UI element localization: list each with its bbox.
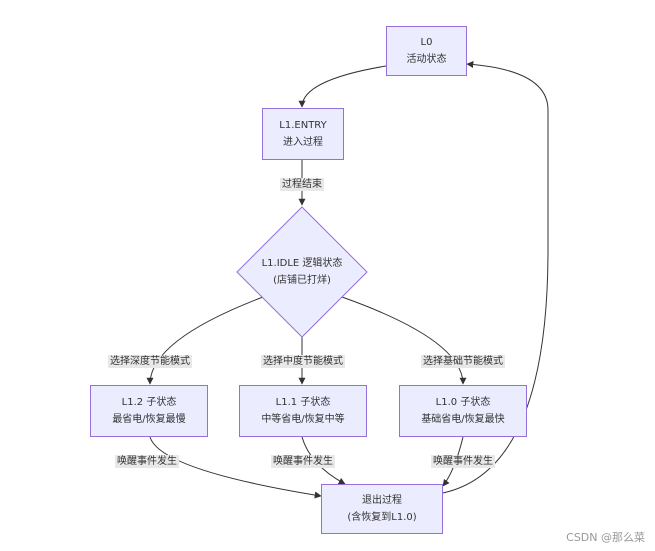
node-exit-subtitle: (含恢复到L1.0) — [347, 512, 417, 523]
edge-label-entry-done: 过程结束 — [280, 178, 324, 191]
edge-l0-to-entry — [298, 65, 387, 108]
edge-label-choose-basic: 选择基础节能模式 — [421, 355, 505, 368]
node-l1-entry-title: L1.ENTRY — [279, 120, 327, 131]
node-l0-title: L0 — [420, 37, 433, 48]
node-l1-0-subtitle: 基础省电/恢复最快 — [421, 414, 505, 425]
node-l1-0: L1.0 子状态 基础省电/恢复最快 — [399, 385, 527, 437]
node-l1-1-title: L1.1 子状态 — [275, 397, 331, 408]
node-l0-subtitle: 活动状态 — [406, 54, 447, 65]
node-exit-title: 退出过程 — [362, 495, 402, 506]
edge-label-wake-1: 唤醒事件发生 — [115, 455, 179, 468]
node-l1-1-subtitle: 中等省电/恢复中等 — [261, 414, 345, 425]
node-l1-entry: L1.ENTRY 进入过程 — [262, 108, 344, 160]
node-l1-2: L1.2 子状态 最省电/恢复最慢 — [90, 385, 208, 437]
node-l1-idle: L1.IDLE 逻辑状态 (店铺已打烊) — [247, 247, 357, 297]
edge-label-wake-2: 唤醒事件发生 — [271, 455, 335, 468]
edge-label-wake-3: 唤醒事件发生 — [431, 455, 495, 468]
edge-idle-to-l1-2 — [146, 296, 264, 385]
edge-l1-2-to-exit — [149, 436, 322, 499]
edge-label-choose-medium: 选择中度节能模式 — [261, 355, 345, 368]
node-l1-2-title: L1.2 子状态 — [121, 397, 177, 408]
node-l1-2-subtitle: 最省电/恢复最慢 — [112, 414, 186, 425]
node-l0: L0 活动状态 — [386, 26, 467, 76]
node-exit: 退出过程 (含恢复到L1.0) — [321, 484, 443, 534]
node-l1-idle-subtitle: (店铺已打烊) — [273, 275, 331, 286]
node-l1-0-title: L1.0 子状态 — [435, 397, 491, 408]
idle-diamond-shape — [236, 206, 368, 338]
node-l1-1: L1.1 子状态 中等省电/恢复中等 — [239, 385, 367, 437]
watermark: CSDN @那么菜 — [566, 531, 645, 544]
node-l1-entry-subtitle: 进入过程 — [283, 137, 323, 148]
node-l1-idle-title: L1.IDLE 逻辑状态 — [261, 258, 343, 269]
edge-idle-to-l1-0 — [341, 296, 467, 385]
edge-label-choose-deep: 选择深度节能模式 — [108, 355, 192, 368]
